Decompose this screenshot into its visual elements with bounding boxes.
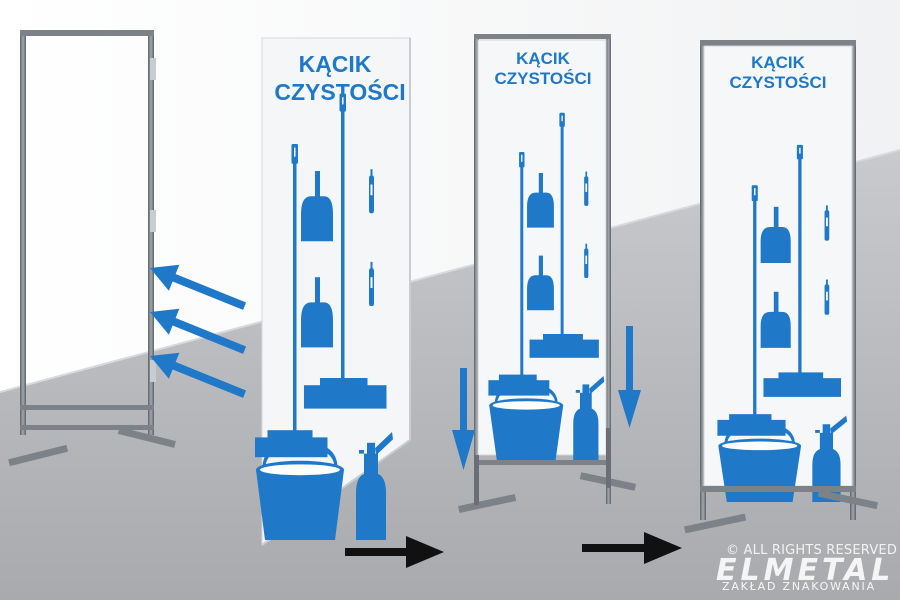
assembled-stand: KĄCIK CZYSTOŚCI xyxy=(684,40,878,534)
board-title-line2: CZYSTOŚCI xyxy=(730,73,827,92)
brand-watermark-logo: ELMETAL xyxy=(716,553,895,588)
arrow-icon xyxy=(150,264,247,310)
arrow-icon xyxy=(150,308,247,354)
slide-down-arrows xyxy=(452,326,641,470)
process-arrows xyxy=(345,532,682,568)
arrow-icon xyxy=(345,536,444,568)
arrow-icon xyxy=(452,368,475,470)
arrow-icon xyxy=(618,326,641,428)
board-title-line1: KĄCIK xyxy=(516,49,571,68)
board-title-line1: KĄCIK xyxy=(299,51,372,77)
brand-watermark-tagline: ZAKŁAD ZNAKOWANIA xyxy=(722,580,876,593)
copyright-watermark: © ALL RIGHTS RESERVED xyxy=(726,543,898,558)
stand-with-board-sliding: KĄCIK CZYSTOŚCI xyxy=(458,34,637,513)
arrow-icon xyxy=(150,352,247,398)
arrow-icon xyxy=(582,532,682,564)
empty-stand-frame xyxy=(8,30,176,467)
board-title-line2: CZYSTOŚCI xyxy=(495,69,592,88)
insert-arrows xyxy=(150,264,247,398)
floor xyxy=(0,150,900,600)
loose-sign-board: KĄCIK CZYSTOŚCI xyxy=(255,37,411,546)
board-title-line1: KĄCIK xyxy=(751,53,806,72)
